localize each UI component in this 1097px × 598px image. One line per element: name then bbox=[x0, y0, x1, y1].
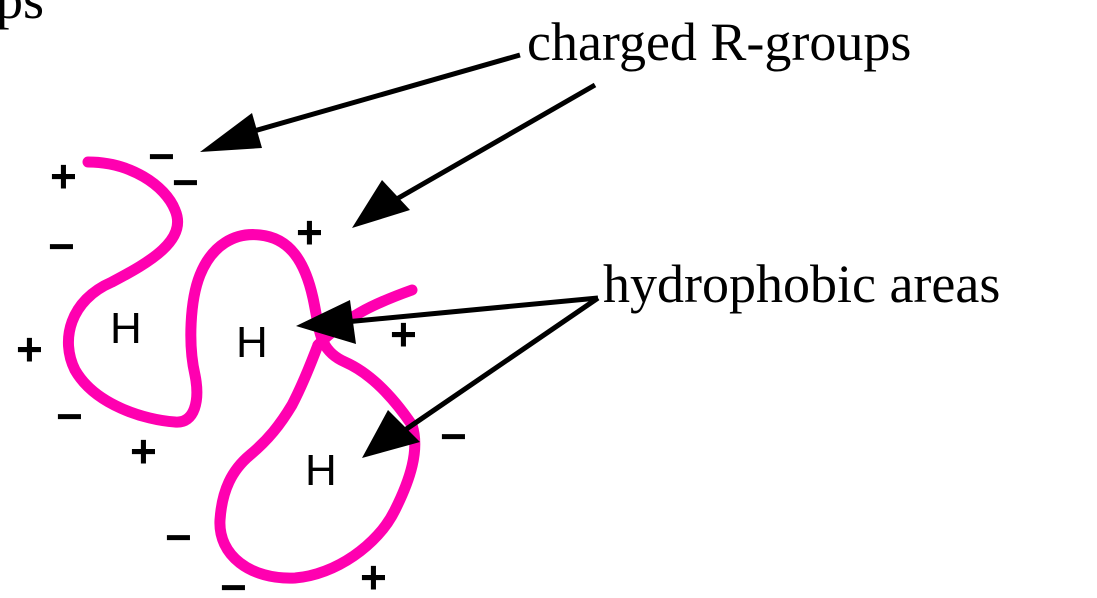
hydrophobic-core-label-1: H bbox=[110, 304, 142, 353]
arrow-hydrophobic-1-shaft bbox=[344, 295, 599, 325]
charge-plus: + bbox=[130, 425, 157, 477]
arrow-charged-1-shaft bbox=[239, 52, 521, 138]
charge-minus: − bbox=[56, 390, 83, 442]
arrow-hydrophobic-2-head bbox=[362, 410, 420, 458]
cropped-heading-fragment: ps bbox=[0, 0, 44, 30]
charge-minus: − bbox=[440, 410, 467, 462]
arrow-charged-1-head bbox=[200, 113, 262, 152]
arrow-hydrophobic-1-head bbox=[296, 300, 356, 344]
protein-chain-segment-left bbox=[62, 156, 421, 584]
charge-minus: − bbox=[172, 156, 199, 208]
hydrophobic-core-label-2: H bbox=[236, 318, 268, 367]
charge-minus: − bbox=[148, 130, 175, 182]
hydrophobic-core-label-3: H bbox=[305, 446, 337, 495]
charge-minus: − bbox=[165, 511, 192, 563]
charged-r-groups-label: charged R-groups bbox=[527, 12, 911, 72]
protein-chain-segment-right bbox=[312, 284, 418, 351]
charge-minus: − bbox=[48, 220, 75, 272]
charge-plus: + bbox=[50, 150, 77, 202]
charge-plus: + bbox=[360, 551, 387, 598]
arrow-charged-2-shaft bbox=[393, 82, 597, 203]
arrow-hydrophobic-2-shaft bbox=[403, 295, 600, 433]
charge-minus: − bbox=[220, 561, 247, 598]
arrow-charged-2-head bbox=[352, 180, 410, 228]
hydrophobic-areas-label: hydrophobic areas bbox=[603, 254, 1000, 314]
charge-plus: + bbox=[296, 206, 323, 258]
charge-plus: + bbox=[16, 323, 43, 375]
